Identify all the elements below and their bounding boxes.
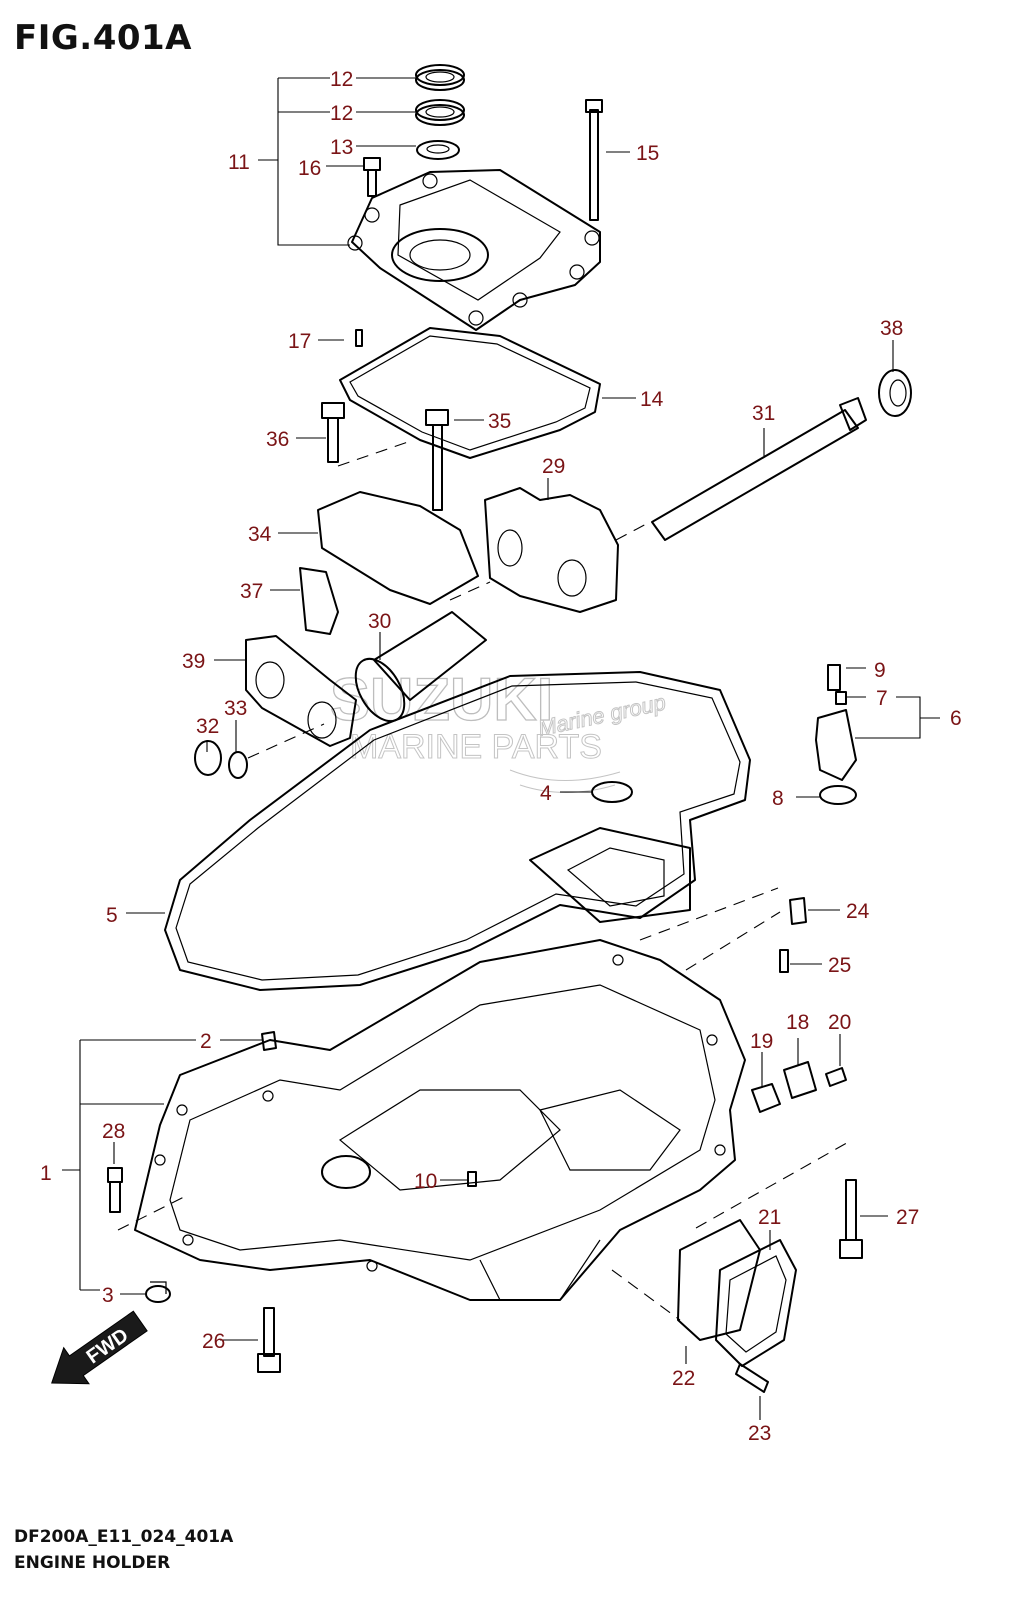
callout-4: 4 [540,782,552,805]
callout-12a: 12 [330,68,353,91]
callout-3: 3 [102,1284,114,1307]
oil-pan-gasket [164,671,751,991]
watermark-tagline: MARINE PARTS [350,728,602,766]
alignment-dashes [117,441,853,1321]
callout-1: 1 [40,1162,52,1185]
figure-caption: ENGINE HOLDER [14,1553,171,1573]
callout-39: 39 [182,650,205,673]
callout-35: 35 [488,410,511,433]
sensor-and-screw [779,897,807,973]
cover-gasket [339,327,601,459]
outlet-fitting [815,664,857,805]
shaft-and-washer [651,369,912,541]
callout-6: 6 [950,707,962,730]
callout-32: 32 [196,715,219,738]
figure-title: FIG.401A [14,18,192,58]
callout-15: 15 [636,142,659,165]
callout-10: 10 [414,1170,437,1193]
figure-code: DF200A_E11_024_401A [14,1527,234,1547]
callout-34: 34 [248,523,272,546]
callout-5: 5 [106,904,118,927]
timing-cover-assembly [347,64,603,331]
callout-27: 27 [896,1206,919,1229]
callout-12b: 12 [330,102,353,125]
callout-21: 21 [758,1206,781,1229]
callout-11: 11 [228,151,250,174]
callout-14: 14 [640,388,664,411]
fwd-arrow-icon: FWD [51,1310,148,1385]
callout-26: 26 [202,1330,225,1353]
callout-30: 30 [368,610,391,633]
bolts-35-36 [321,402,449,511]
callout-22: 22 [672,1367,695,1390]
callout-2: 2 [200,1030,212,1053]
callout-19: 19 [750,1030,773,1053]
callout-33: 33 [224,697,247,720]
callout-23: 23 [748,1422,771,1445]
callout-38: 38 [880,317,903,340]
callout-13: 13 [330,136,353,159]
side-cover-assembly [677,1061,847,1393]
oil-pan-bolts [107,1167,863,1373]
callout-18: 18 [786,1011,809,1034]
callout-20: 20 [828,1011,851,1034]
callout-9: 9 [874,659,886,682]
watermark: SUZUKI Marine group MARINE PARTS [329,665,668,793]
callout-16: 16 [298,157,321,180]
callout-28: 28 [102,1120,125,1143]
oil-pan [134,939,746,1303]
callout-25: 25 [828,954,851,977]
callout-24: 24 [846,900,870,923]
callout-36: 36 [266,428,289,451]
callout-31: 31 [752,402,775,425]
callout-17: 17 [288,330,311,353]
engine-mount-parts [194,487,619,779]
callout-labels: 1 2 3 4 5 6 7 8 9 10 11 12 12 13 14 15 1… [40,68,962,1445]
callout-29: 29 [542,455,565,478]
leader-lines [62,77,940,1420]
callout-37: 37 [240,580,263,603]
callout-7: 7 [876,687,888,710]
callout-8: 8 [772,787,784,810]
